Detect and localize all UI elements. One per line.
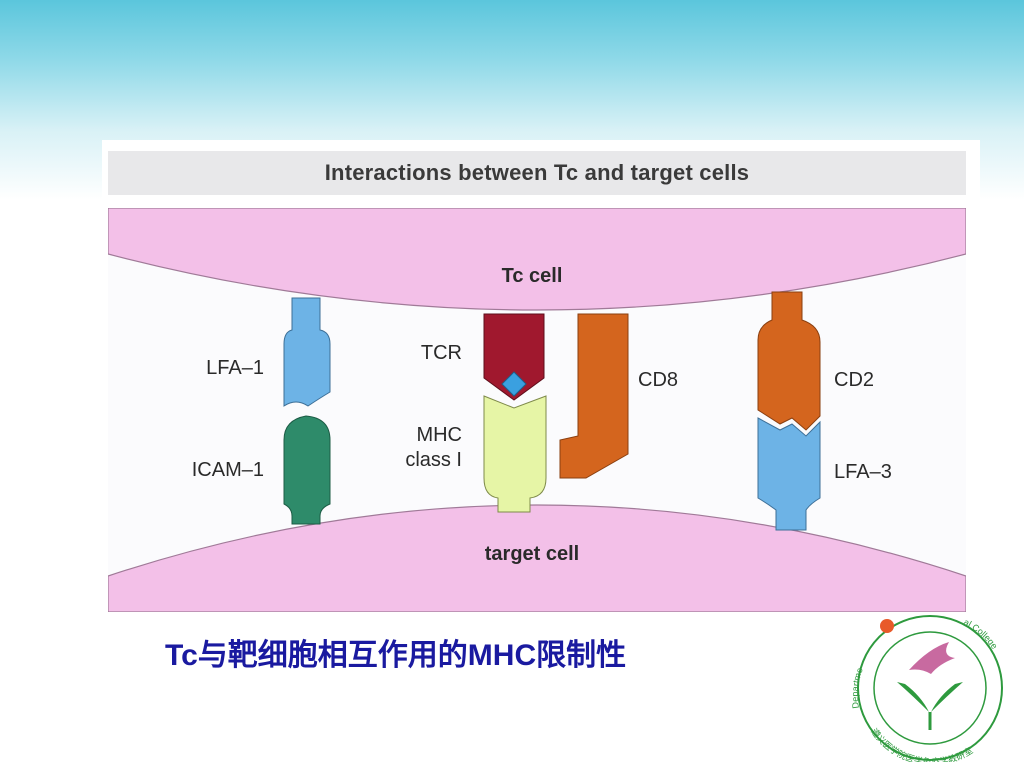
cd2-label: CD2: [834, 369, 874, 391]
logo-bird-icon: [909, 642, 955, 674]
tcr-molecule: [483, 313, 545, 401]
logo-sun-icon: [880, 619, 894, 633]
logo-outer-ring: [857, 615, 1003, 761]
department-logo: Departme al College 遵义医学院医学免疫学教研室: [850, 615, 1003, 762]
icam1-molecule: [283, 415, 331, 525]
cd8-molecule: [559, 313, 629, 479]
figure-title: Interactions between Tc and target cells: [108, 151, 966, 195]
peptide: [501, 371, 527, 397]
tcr-label: TCR: [421, 342, 462, 364]
mhc-label-line1: MHC: [416, 424, 462, 446]
lfa3-label: LFA–3: [834, 461, 892, 483]
target-cell: [108, 504, 966, 612]
target-cell-label: target cell: [485, 543, 579, 565]
cd8-label: CD8: [638, 369, 678, 391]
logo-leaf-icon: [897, 682, 963, 712]
icam1-label: ICAM–1: [192, 459, 264, 481]
lfa3-molecule: [757, 417, 821, 531]
mhc-class1-molecule: [483, 395, 547, 513]
lfa1-label: LFA–1: [206, 357, 264, 379]
cd2-molecule: [757, 291, 821, 431]
tc-cell: [108, 208, 966, 311]
tc-cell-label: Tc cell: [502, 265, 563, 287]
slide-caption: Tc与靶细胞相互作用的MHC限制性: [165, 639, 627, 672]
mhc-label-line2: class I: [405, 449, 462, 471]
lfa1-molecule: [283, 297, 331, 407]
logo-inner-ring: [873, 631, 987, 745]
cell-interaction-diagram: Tc cell target cell LFA–1 ICAM–1 TCR MHC…: [108, 208, 966, 612]
